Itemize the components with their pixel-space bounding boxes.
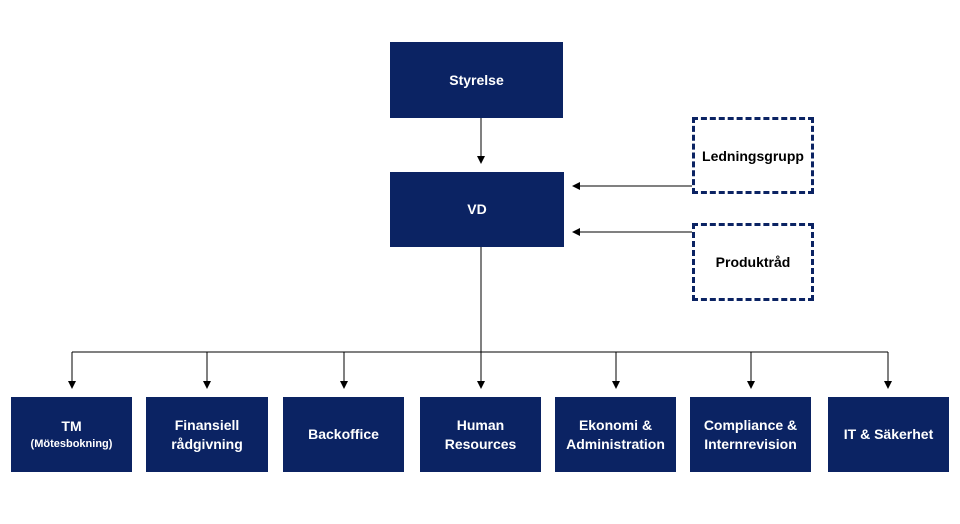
node-ledningsgrupp-label: Ledningsgrupp	[702, 147, 804, 164]
node-produktrad: Produktråd	[692, 223, 814, 301]
node-vd: VD	[390, 172, 564, 247]
department-ekonomi-line1: Ekonomi &	[578, 416, 653, 433]
node-produktrad-label: Produktråd	[715, 254, 791, 270]
node-vd-label: VD	[467, 201, 487, 217]
department-ekonomi-line2: Administration	[566, 435, 665, 452]
department-it-sakerhet: IT & Säkerhet	[828, 397, 949, 472]
department-it-label: IT & Säkerhet	[843, 426, 934, 442]
department-backoffice-label: Backoffice	[308, 426, 379, 442]
department-human-resources: Human Resources	[420, 397, 541, 472]
department-finansiell-radgivning: Finansiell rådgivning	[146, 397, 268, 472]
department-compliance-line2: Internrevision	[704, 435, 797, 452]
department-backoffice: Backoffice	[283, 397, 404, 472]
node-styrelse-label: Styrelse	[449, 71, 504, 88]
department-tm-subtitle: (Mötesbokning)	[30, 438, 113, 450]
node-styrelse: Styrelse	[390, 42, 563, 118]
department-tm-title: TM	[61, 418, 82, 434]
department-compliance-internrevision: Compliance & Internrevision	[690, 397, 811, 472]
department-ekonomi-administration: Ekonomi & Administration	[555, 397, 676, 472]
department-hr-line2: Resources	[444, 435, 517, 452]
department-tm: TM (Mötesbokning)	[11, 397, 132, 472]
node-ledningsgrupp: Ledningsgrupp	[692, 117, 814, 194]
department-compliance-line1: Compliance &	[703, 416, 798, 433]
department-hr-line1: Human	[456, 416, 505, 433]
department-finansiell-line2: rådgivning	[171, 435, 243, 452]
department-finansiell-line1: Finansiell	[174, 416, 240, 433]
